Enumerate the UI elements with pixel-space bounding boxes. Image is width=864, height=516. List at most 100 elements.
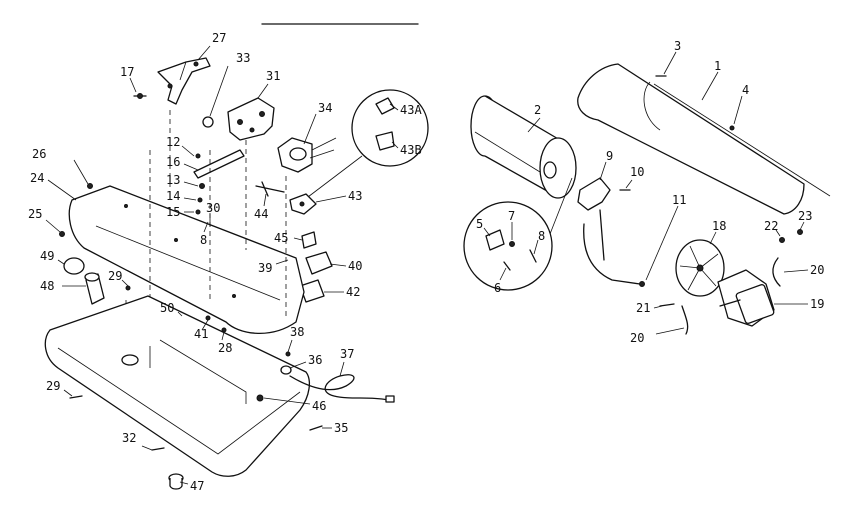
callout-27: 27	[197, 31, 226, 61]
callout-label: 20	[630, 331, 644, 345]
callout-label: 4	[742, 83, 749, 97]
callout-30: 30	[206, 201, 220, 226]
callout-39: 39	[258, 259, 289, 275]
washer-part	[197, 197, 203, 203]
callout-label: 24	[30, 171, 44, 185]
bushing-part	[280, 365, 292, 375]
callout-14: 14	[166, 189, 197, 203]
callout-label: 16	[166, 155, 180, 169]
screw-part	[221, 327, 227, 333]
callout-label: 3	[674, 39, 681, 53]
callout-31: 31	[257, 69, 280, 99]
callout-label: 32	[122, 431, 136, 445]
screw-part	[133, 93, 147, 99]
callout-label: 29	[46, 379, 60, 393]
callout-34: 34	[303, 101, 332, 145]
callout-1: 1	[701, 59, 721, 101]
callout-43: 43	[315, 189, 362, 203]
callout-label: 19	[810, 297, 824, 311]
cap-part	[63, 257, 85, 275]
callout-label: 41	[194, 327, 208, 341]
callout-label: 49	[40, 249, 54, 263]
callout-label: 31	[266, 69, 280, 83]
upper-shell-part	[68, 185, 305, 334]
callout-label: 14	[166, 189, 180, 203]
callout-28: 28	[218, 331, 232, 355]
callout-label: 38	[290, 325, 304, 339]
callout-50: 50	[160, 301, 183, 317]
callout-label: 20	[810, 263, 824, 277]
callout-label: 48	[40, 279, 54, 293]
callout-21: 21	[636, 301, 663, 315]
callout-24: 24	[30, 171, 77, 201]
callout-10: 10	[625, 165, 644, 189]
screw-part	[659, 303, 675, 307]
pump-housing-part	[277, 137, 337, 173]
callout-label: 23	[798, 209, 812, 223]
callout-label: 15	[166, 205, 180, 219]
callout-label: 2	[534, 103, 541, 117]
callout-label: 33	[236, 51, 250, 65]
callout-8: 8	[200, 221, 209, 247]
callout-label: 5	[476, 217, 483, 231]
callout-37: 37	[339, 347, 354, 377]
inset-detail-circle	[303, 89, 429, 201]
callout-label: 44	[254, 207, 268, 221]
callout-38: 38	[287, 325, 304, 353]
screw-part	[285, 351, 291, 357]
callout-label: 18	[712, 219, 726, 233]
screw-part	[59, 231, 65, 237]
motor-part	[717, 269, 775, 327]
callout-29: 29	[108, 269, 129, 287]
callout-label: 45	[274, 231, 288, 245]
callout-47: 47	[179, 479, 204, 493]
combustion-chamber-part	[470, 95, 577, 199]
callout-25: 25	[28, 207, 61, 233]
callout-33: 33	[209, 51, 250, 117]
callout-13: 13	[166, 173, 199, 187]
callout-label: 1	[714, 59, 721, 73]
callout-32: 32	[122, 431, 153, 451]
callout-2: 2	[527, 103, 541, 133]
callout-12: 12	[166, 135, 195, 157]
callout-17: 17	[120, 65, 137, 93]
callout-label: 12	[166, 135, 180, 149]
callout-43b: 43B	[391, 141, 422, 157]
callout-5: 5	[476, 217, 491, 237]
callout-22: 22	[764, 219, 781, 237]
callout-18: 18	[709, 219, 726, 245]
callout-20: 20	[630, 327, 685, 345]
callout-label: 42	[346, 285, 360, 299]
callout-label: 34	[318, 101, 332, 115]
callout-label: 22	[764, 219, 778, 233]
wire-part	[772, 257, 781, 287]
filler-neck-part	[84, 272, 105, 305]
callout-label: 50	[160, 301, 174, 315]
callout-label: 8	[538, 229, 545, 243]
switch-part	[289, 193, 317, 215]
callout-label: 13	[166, 173, 180, 187]
callout-36: 36	[289, 353, 322, 369]
callout-label: 10	[630, 165, 644, 179]
block-part	[299, 279, 325, 303]
inset-detail-circle	[463, 177, 573, 291]
rod-part	[193, 149, 245, 179]
callout-46: 46	[263, 397, 326, 413]
callout-44: 44	[254, 193, 268, 221]
callout-7: 7	[508, 209, 515, 240]
callout-label: 21	[636, 301, 650, 315]
callout-label: 43	[348, 189, 362, 203]
screw-part	[69, 395, 83, 399]
callout-label: 8	[200, 233, 207, 247]
callout-label: 37	[340, 347, 354, 361]
screw-part	[205, 315, 211, 321]
bracket-part	[157, 57, 211, 105]
callout-label: 29	[108, 269, 122, 283]
callout-label: 26	[32, 147, 46, 161]
callout-49: 49	[40, 249, 65, 265]
callout-label: 35	[334, 421, 348, 435]
callout-41: 41	[194, 319, 208, 341]
callout-48: 48	[40, 279, 86, 293]
wire-part	[681, 305, 689, 335]
callout-42: 42	[324, 285, 360, 299]
